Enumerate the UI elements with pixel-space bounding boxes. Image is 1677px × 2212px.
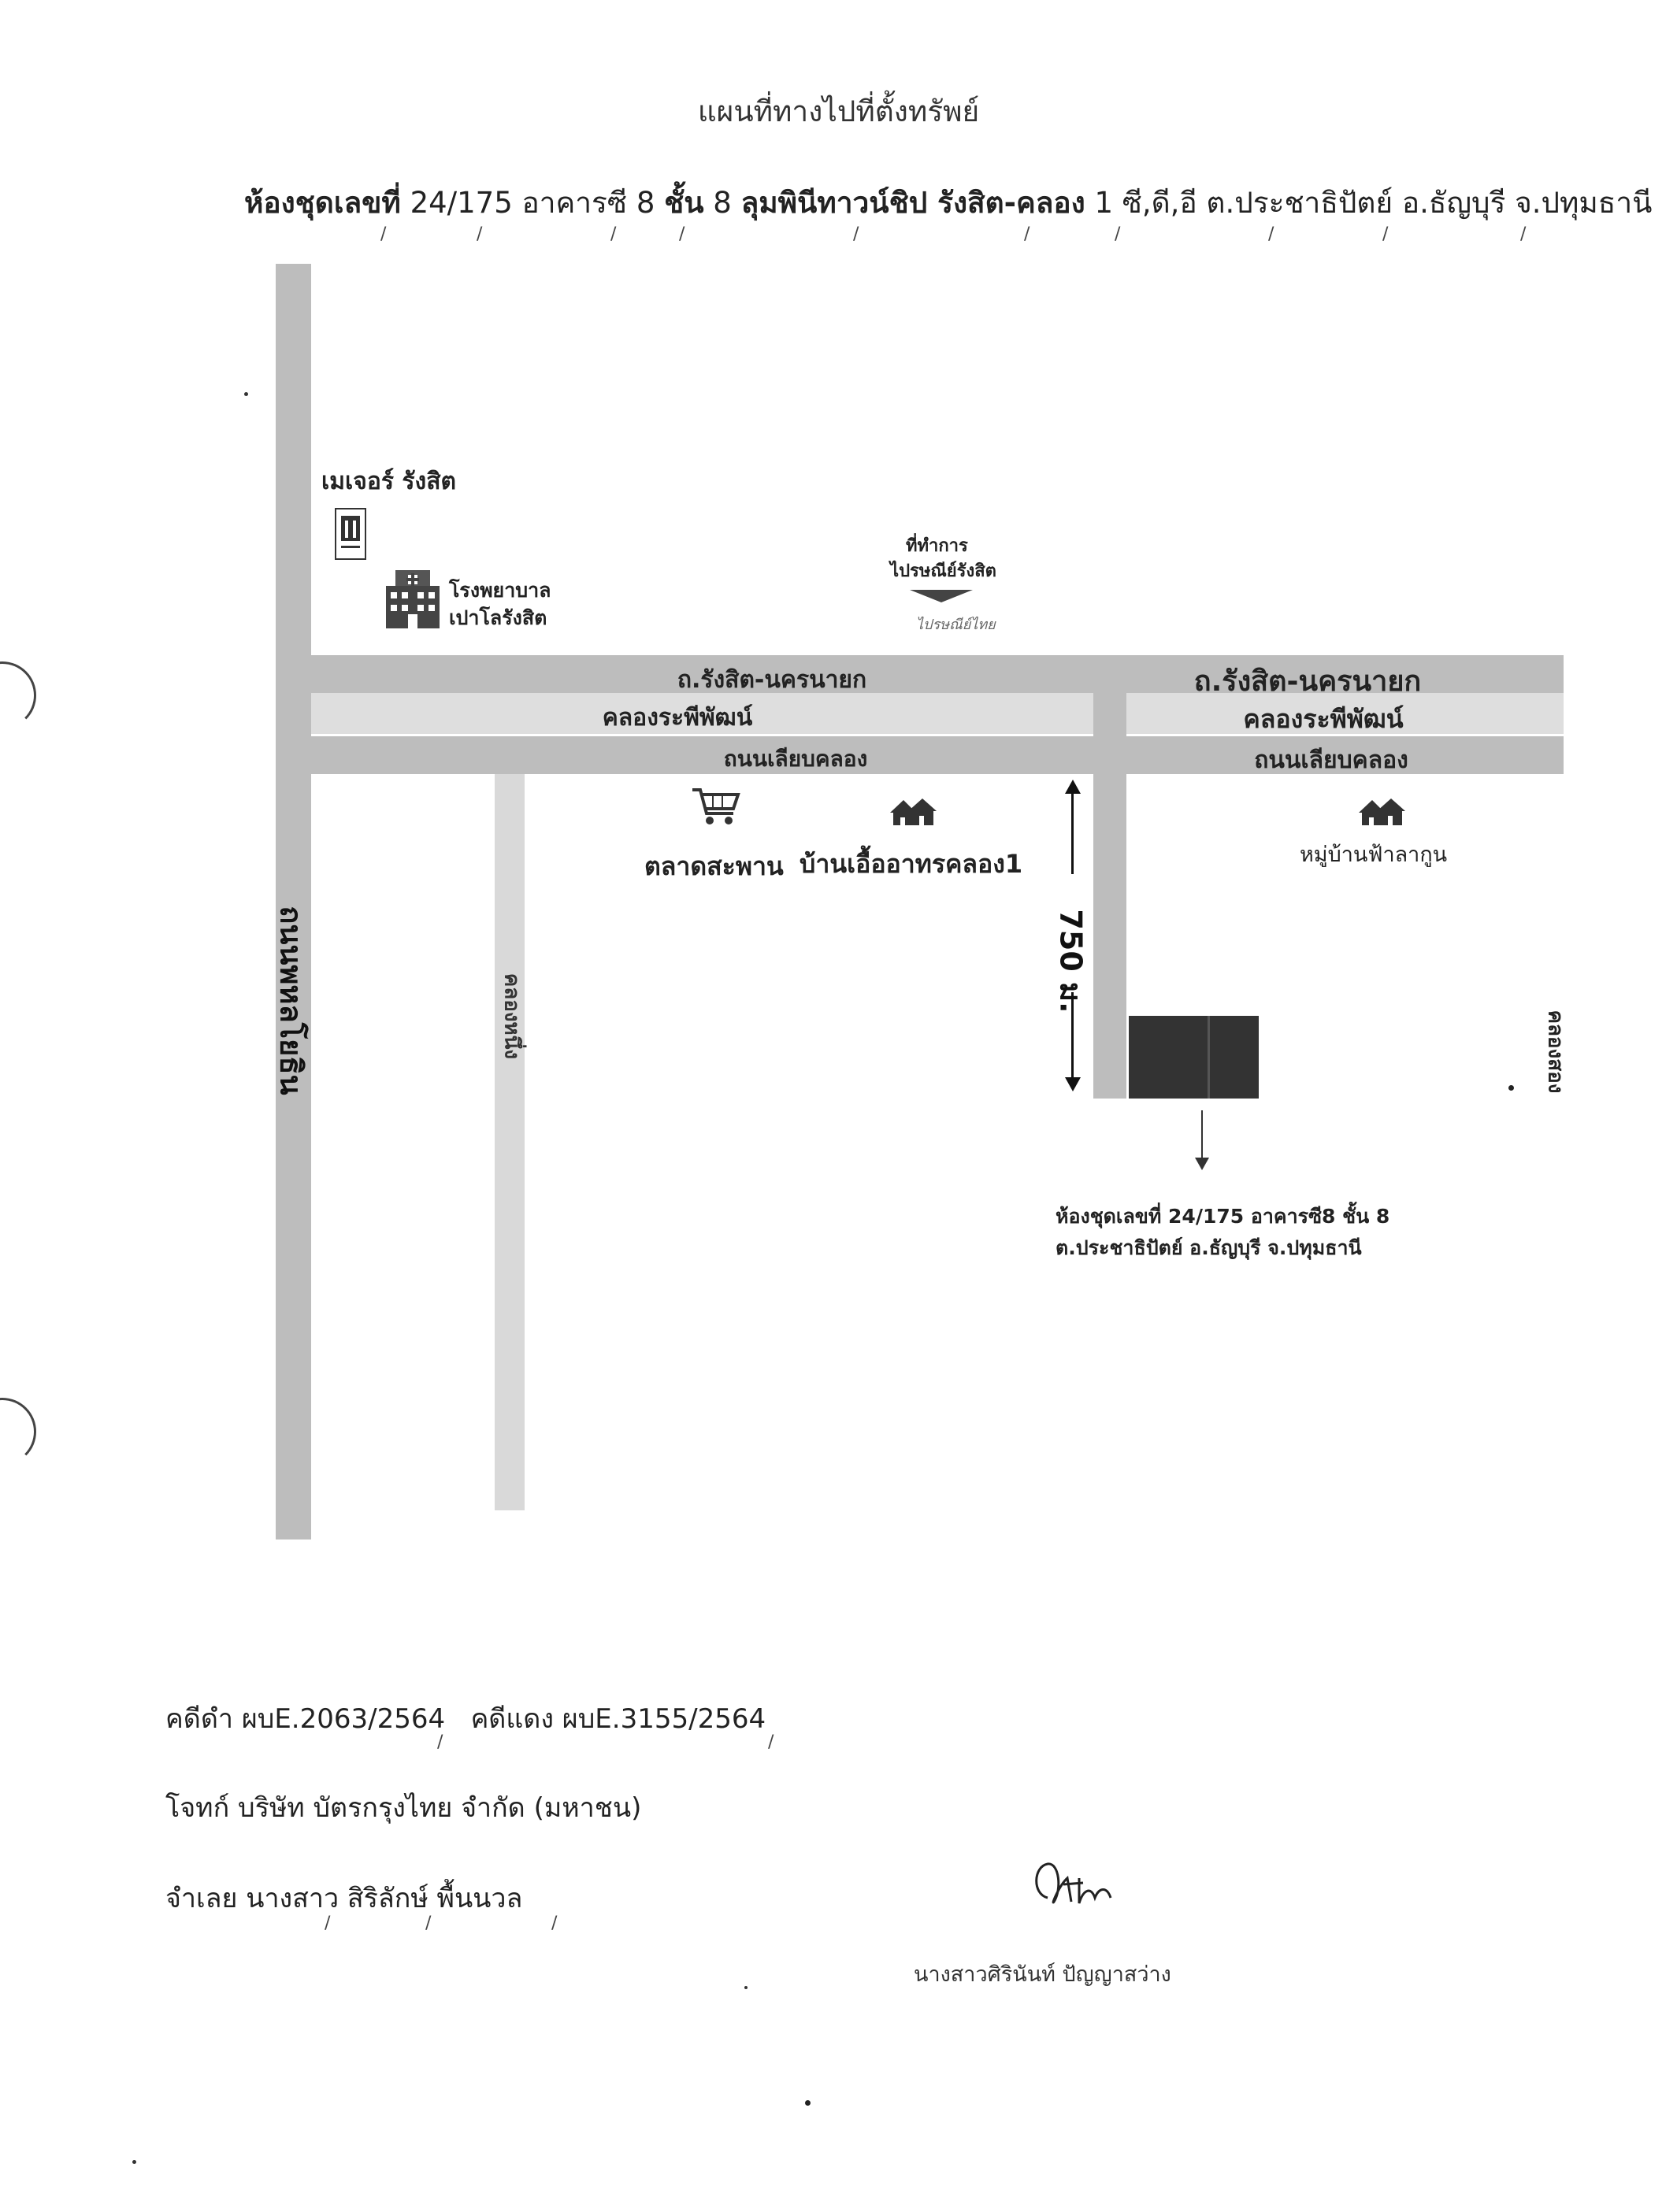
village-svg [1359, 798, 1405, 825]
tick-mark: / [325, 1914, 331, 1933]
poi-post-office-line-1: ที่ทำการ [906, 536, 968, 556]
canal-label-khlong-song: คลองสอง [1543, 1010, 1568, 1094]
tick-mark: / [1520, 224, 1527, 244]
village-icon [1355, 795, 1410, 827]
canal-label-rapiphat-left: คลองระพีพัฒน์ [602, 704, 753, 732]
plaintiff-line: โจทก์ บริษัท บัตรกรุงไทย จำกัด (มหาชน) [165, 1792, 642, 1824]
subtitle-part-2: อาคารซี [521, 186, 628, 220]
road-label-rangsit-right: ถ.รังสิต-นครนายก [1193, 665, 1422, 698]
property-subtitle: ห้องชุดเลขที่ 24/175 อาคารซี 8 ชั้น 8 ลุ… [244, 180, 1652, 226]
poi-post-office-line-2: ไปรษณีย์รังสิต [890, 561, 996, 581]
canal-khlong-rapiphat [311, 693, 1564, 734]
tick-mark: / [1024, 224, 1030, 244]
defendant-line: จำเลย นางสาว สิริลักษ์ พื้นนวล [165, 1883, 523, 1914]
property-pointer-arrow [1201, 1110, 1203, 1162]
tick-mark: / [1382, 224, 1389, 244]
hospital-svg [386, 570, 440, 628]
case-red-label: คดีแดง [470, 1703, 554, 1735]
arrow-head-icon [1195, 1158, 1209, 1170]
poi-hospital-line-1: โรงพยาบาล [449, 579, 551, 602]
road-label-phahon-yothin: ถนนพหลโยธิน [273, 906, 309, 1095]
tick-mark: / [853, 224, 859, 244]
tick-mark: / [1268, 224, 1274, 244]
subtitle-rest: ซี,ดี,อี ต.ประชาธิปัตย์ อ.ธัญบุรี จ.ปทุม… [1122, 186, 1653, 220]
housing-icon [886, 795, 941, 827]
cinema-logo-svg [341, 516, 360, 548]
road-riab-khlong [311, 736, 1564, 774]
road-rangsit-nakhon-nayok [311, 655, 1564, 693]
tick-mark: / [551, 1914, 558, 1933]
tick-mark: / [425, 1914, 432, 1933]
property-building [1129, 1016, 1259, 1099]
subtitle-project-num: 1 [1094, 186, 1114, 220]
tick-mark: / [380, 224, 387, 244]
subtitle-unit: 24/175 [410, 186, 513, 220]
property-label-line-1: ห้องชุดเลขที่ 24/175 อาคารซี8 ชั้น 8 [1056, 1205, 1390, 1228]
case-numbers: คดีดำ ผบE.2063/2564 คดีแดง ผบE.3155/2564 [165, 1697, 766, 1740]
tick-mark: / [768, 1732, 774, 1752]
canal-label-khlong-nueng: คลองหนึ่ง [499, 973, 524, 1060]
case-black-label: คดีดำ [165, 1703, 233, 1735]
property-building-divider [1208, 1016, 1210, 1099]
poi-baan-ua: บ้านเอื้ออาทรคลอง1 [800, 849, 1023, 879]
subtitle-floor: 8 [713, 186, 732, 220]
poi-post-logo-text: ไปรษณีย์ไทย [916, 617, 996, 633]
road-label-riab-right: ถนนเลียบคลอง [1254, 747, 1408, 774]
scan-speck [132, 2160, 136, 2164]
subtitle-bld-num: 8 [636, 186, 655, 220]
tick-mark: / [437, 1732, 443, 1752]
housing-svg [890, 798, 937, 825]
subtitle-project: ลุมพินีทาวน์ชิป รังสิต-คลอง [740, 186, 1085, 220]
distance-arrow-down-icon [1065, 1077, 1081, 1091]
post-logo-icon [906, 587, 977, 604]
subtitle-part-3: ชั้น [664, 186, 704, 220]
scan-speck [1508, 1085, 1514, 1091]
post-logo-svg [910, 590, 973, 602]
road-label-riab-left: ถนนเลียบคลอง [723, 746, 868, 772]
poi-hospital-line-2: เปาโลรังสิต [449, 606, 547, 629]
signer-name: นางสาวศิรินันท์ ปัญญาสว่าง [914, 1962, 1171, 1987]
case-black-no: ผบE.2063/2564 [241, 1703, 446, 1735]
case-red-no: ผบE.3155/2564 [562, 1703, 766, 1735]
tick-mark: / [1115, 224, 1121, 244]
page-title: แผนที่ทางไปที่ตั้งทรัพย์ [697, 94, 980, 128]
canal-khlong-nueng [495, 774, 525, 1510]
poi-major-rangsit: เมเจอร์ รังสิต [321, 468, 456, 495]
tick-mark: / [610, 224, 617, 244]
shopping-cart-icon [689, 784, 741, 828]
property-label-line-2: ต.ประชาธิปัตย์ อ.ธัญบุรี จ.ปทุมธานี [1056, 1236, 1362, 1259]
distance-arrow-line-bottom [1071, 992, 1074, 1079]
poi-moo-baan: หมู่บ้านฟ้าลากูน [1300, 843, 1448, 867]
road-label-rangsit-left: ถ.รังสิต-นครนายก [677, 666, 867, 694]
tick-mark: / [679, 224, 685, 244]
signature-svg [1035, 1862, 1112, 1904]
distance-arrow-up-icon [1065, 780, 1081, 794]
shopping-cart-svg [692, 788, 740, 824]
subtitle-part-1: ห้องชุดเลขที่ [244, 186, 401, 220]
cinema-icon [335, 508, 366, 560]
poi-market: ตลาดสะพาน [644, 851, 784, 881]
scan-speck [805, 2100, 811, 2106]
hospital-icon [384, 569, 441, 630]
tick-mark: / [477, 224, 483, 244]
signature-image [1024, 1854, 1158, 1917]
scan-speck [744, 1986, 748, 1989]
road-soi-property [1093, 693, 1126, 1099]
canal-label-rapiphat-right: คลองระพีพัฒน์ [1243, 704, 1404, 734]
scan-speck [244, 392, 248, 396]
distance-arrow-line-top [1071, 787, 1074, 874]
road-phahon-yothin [276, 264, 311, 1540]
